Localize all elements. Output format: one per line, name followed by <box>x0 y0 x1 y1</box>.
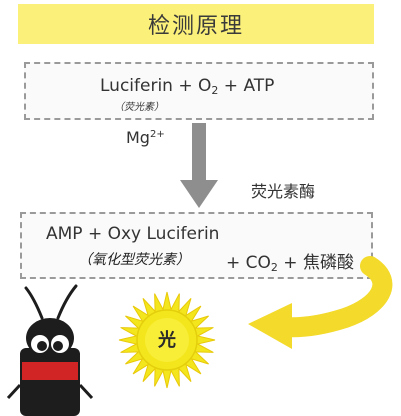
reaction-arrow <box>180 123 218 208</box>
reactants-box <box>24 62 374 120</box>
oxyluciferin-note: （氧化型荧光素） <box>78 252 190 268</box>
sun-label: 光 <box>157 329 176 351</box>
title-banner: 检测原理 <box>18 4 374 44</box>
luciferin-note: （荧光素） <box>114 102 164 113</box>
enzyme-label: 荧光素酶 <box>251 182 316 201</box>
sun-icon <box>118 291 216 389</box>
firefly-icon <box>6 284 94 416</box>
curved-arrow <box>248 256 393 349</box>
cofactor-label: Mg2+ <box>126 128 165 147</box>
products-box <box>20 212 373 279</box>
products-line-1: AMP + Oxy Luciferin <box>46 224 220 244</box>
page-title: 检测原理 <box>147 14 244 39</box>
reactants-equation: Luciferin + O2 + ATP <box>100 76 275 97</box>
products-line-2: + CO2 + 焦磷酸 <box>226 253 354 274</box>
